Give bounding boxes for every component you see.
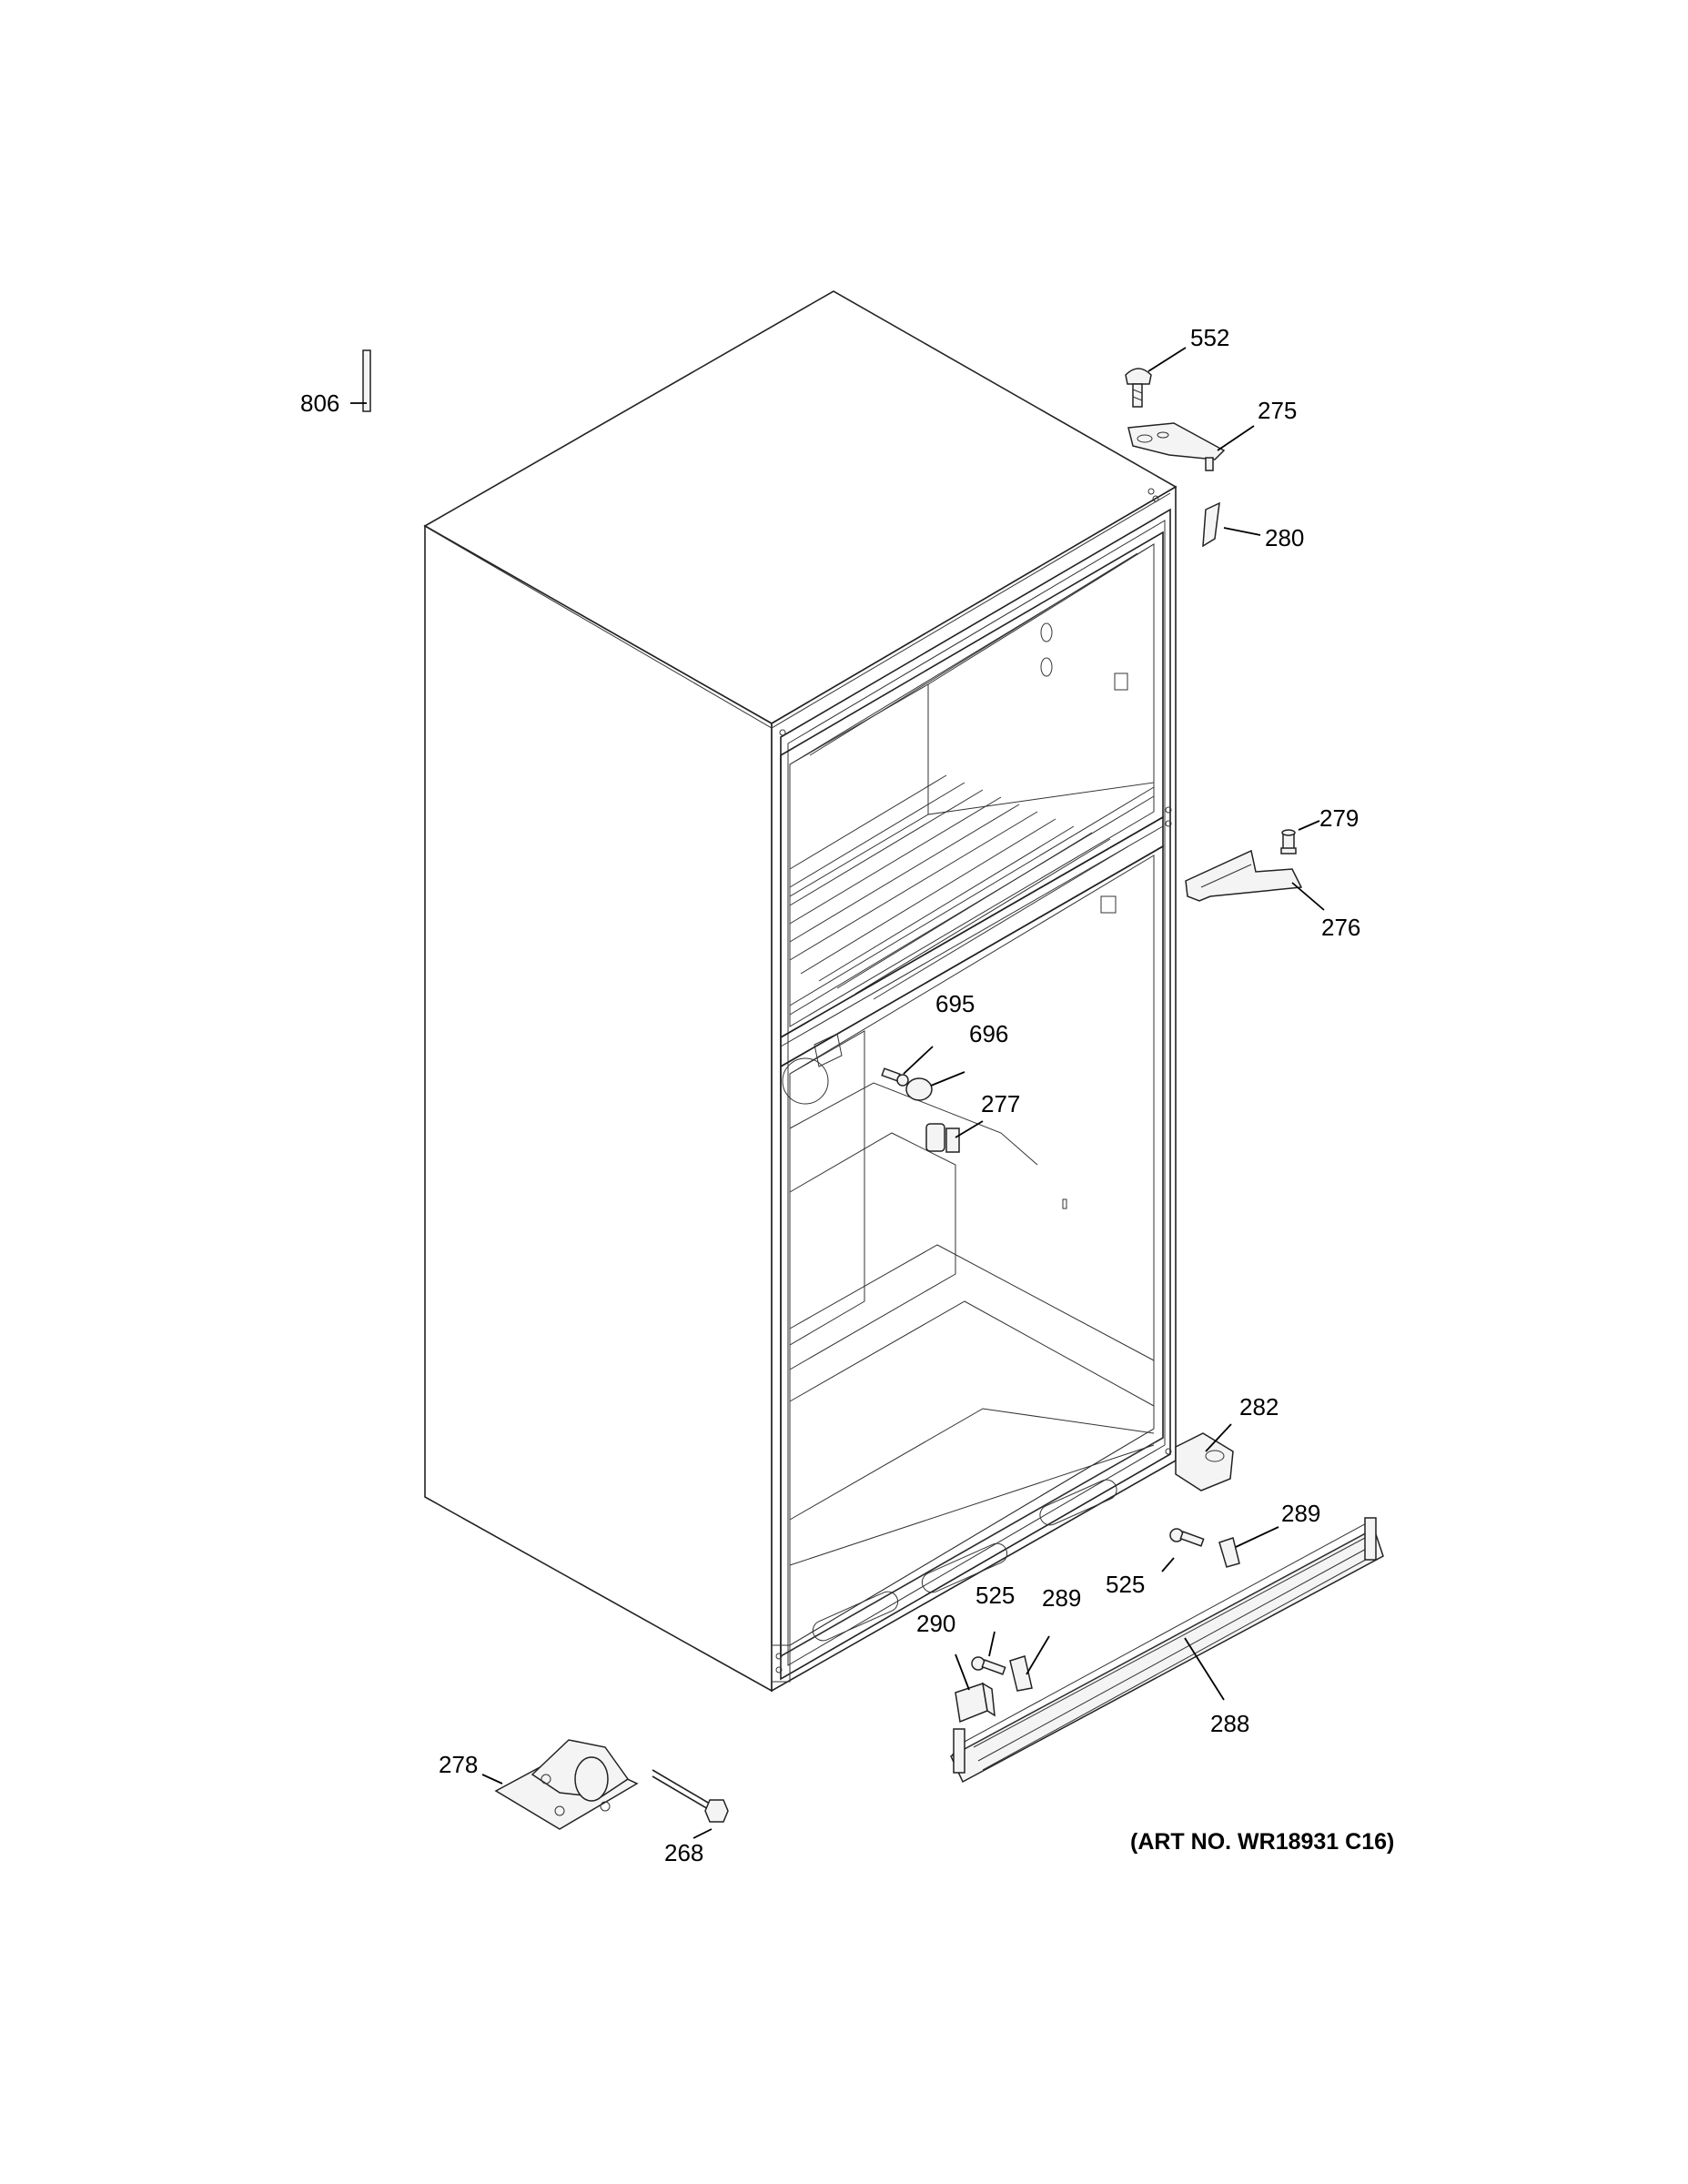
part-696-plug (905, 1077, 933, 1101)
callout-279: 279 (1319, 804, 1359, 832)
callout-695: 695 (935, 990, 975, 1017)
callout-806: 806 (300, 389, 339, 417)
part-278-roller-assembly (494, 1739, 639, 1830)
callout-289-lower: 289 (1042, 1584, 1081, 1612)
callout-282: 282 (1239, 1393, 1279, 1421)
callout-268: 268 (664, 1839, 703, 1866)
callout-labels: 552 275 280 806 279 276 695 696 277 282 … (300, 324, 1394, 1866)
callout-525-upper: 525 (1106, 1571, 1145, 1598)
part-280-shim (1202, 501, 1220, 548)
callout-289-upper: 289 (1281, 1500, 1320, 1527)
callout-278: 278 (439, 1751, 478, 1778)
callout-552: 552 (1190, 324, 1229, 351)
art-number: (ART NO. WR18931 C16) (1130, 1829, 1394, 1855)
callout-288: 288 (1210, 1710, 1249, 1737)
callout-525-lower: 525 (975, 1582, 1015, 1609)
part-289-clip-upper (1218, 1537, 1240, 1568)
callout-277: 277 (981, 1090, 1020, 1117)
part-279-pin (1280, 829, 1297, 854)
fresh-food-compartment (780, 844, 1164, 1658)
part-289-clip-lower (1009, 1655, 1033, 1692)
part-277-stop (925, 1123, 960, 1153)
part-282-bracket (1175, 1432, 1234, 1491)
part-525-screw-lower (971, 1656, 1006, 1675)
part-288-grille (950, 1517, 1384, 1784)
part-695-screw (881, 1067, 909, 1087)
part-552-screw (1125, 368, 1152, 408)
refrigerator-cabinet (423, 290, 1178, 1693)
callout-276: 276 (1321, 914, 1360, 941)
part-290-block (955, 1682, 996, 1724)
callout-280: 280 (1265, 524, 1304, 551)
part-525-screw-upper (1169, 1528, 1205, 1547)
callout-290: 290 (916, 1610, 955, 1637)
part-275-top-hinge (1127, 422, 1226, 471)
callout-275: 275 (1258, 397, 1297, 424)
part-268-bolt (652, 1769, 729, 1823)
part-806-rod (362, 349, 371, 412)
leader-lines (350, 347, 1325, 1839)
callout-696: 696 (969, 1020, 1008, 1047)
part-276-center-hinge (1185, 849, 1303, 902)
